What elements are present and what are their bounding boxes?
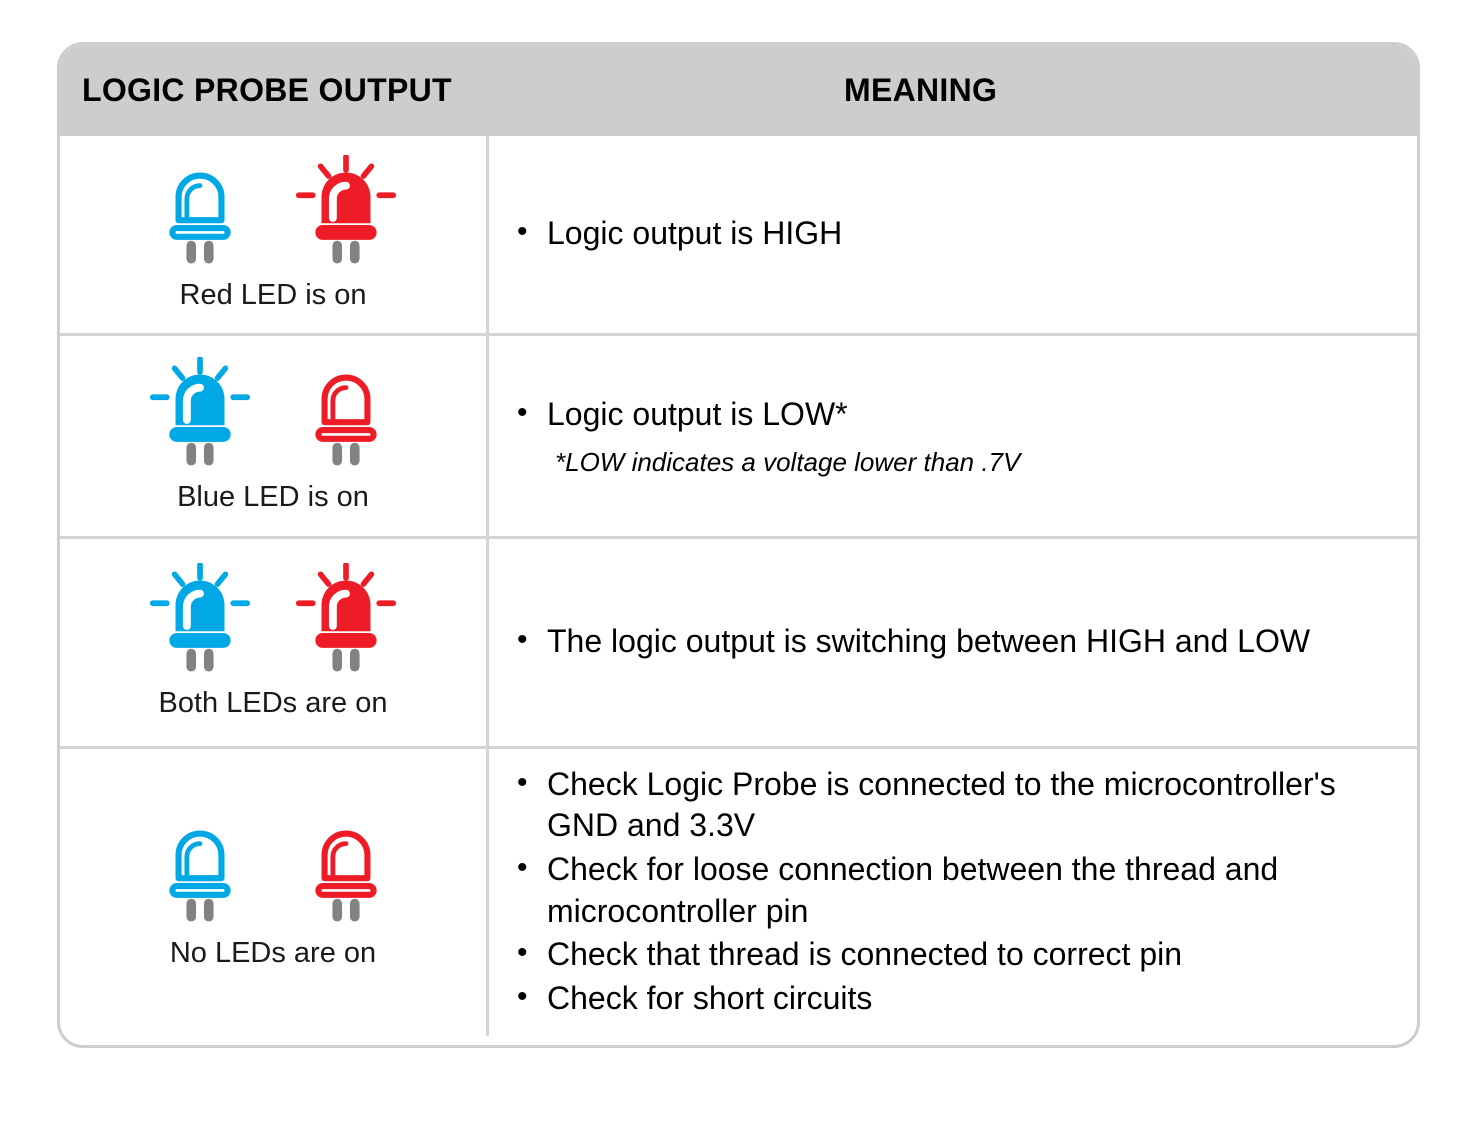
led-pair bbox=[138, 155, 408, 267]
cell-logic-probe-output: Blue LED is on bbox=[60, 336, 489, 536]
column-header-logic-probe-output: LOGIC PROBE OUTPUT bbox=[82, 72, 452, 108]
cell-logic-probe-output: No LEDs are on bbox=[60, 749, 489, 1036]
meaning-bullet-list: Logic output is HIGH bbox=[511, 212, 1399, 257]
led-pair bbox=[138, 563, 408, 675]
cell-meaning: Logic output is HIGH bbox=[489, 136, 1417, 333]
meaning-bullet-list: Logic output is LOW* bbox=[511, 393, 1399, 438]
cell-logic-probe-output: Red LED is on bbox=[60, 136, 489, 333]
column-header-meaning: MEANING bbox=[844, 72, 998, 108]
meaning-bullet-item: The logic output is switching between HI… bbox=[511, 620, 1399, 663]
blue-led-off-icon bbox=[138, 155, 262, 267]
cell-logic-probe-output: Both LEDs are on bbox=[60, 539, 489, 746]
table-row: Red LED is on Logic output is HIGH bbox=[60, 136, 1417, 333]
meaning-bullet-item: Check that thread is connected to correc… bbox=[511, 933, 1399, 976]
table-header-row: LOGIC PROBE OUTPUT MEANING bbox=[60, 45, 1417, 136]
red-led-on-icon bbox=[284, 155, 408, 267]
table-card: LOGIC PROBE OUTPUT MEANING Red LED is on… bbox=[57, 42, 1420, 1048]
led-state-caption: No LEDs are on bbox=[169, 937, 377, 969]
cell-meaning: The logic output is switching between HI… bbox=[489, 539, 1417, 746]
blue-led-off-icon bbox=[138, 813, 262, 925]
meaning-bullet-list: The logic output is switching between HI… bbox=[511, 620, 1399, 665]
meaning-bullet-list: Check Logic Probe is connected to the mi… bbox=[511, 763, 1399, 1022]
led-state-caption: Both LEDs are on bbox=[158, 687, 388, 719]
blue-led-on-icon bbox=[138, 356, 262, 469]
led-pair bbox=[138, 356, 408, 469]
cell-meaning: Check Logic Probe is connected to the mi… bbox=[489, 749, 1417, 1036]
meaning-bullet-item: Check Logic Probe is connected to the mi… bbox=[511, 763, 1399, 847]
table-body: Red LED is on Logic output is HIGH Blue L… bbox=[60, 136, 1417, 1036]
meaning-bullet-item: Check for loose connection between the t… bbox=[511, 848, 1399, 932]
red-led-off-icon bbox=[284, 813, 408, 925]
meaning-bullet-item: Logic output is HIGH bbox=[511, 212, 1399, 255]
led-state-caption: Red LED is on bbox=[179, 279, 367, 311]
led-state-caption: Blue LED is on bbox=[177, 480, 369, 513]
red-led-off-icon bbox=[284, 357, 408, 469]
blue-led-on-icon bbox=[138, 563, 262, 675]
meaning-bullet-item: Logic output is LOW* bbox=[511, 393, 1399, 436]
table-row: Blue LED is on Logic output is LOW* *LOW i… bbox=[60, 333, 1417, 536]
led-pair bbox=[138, 813, 408, 925]
cell-meaning: Logic output is LOW* *LOW indicates a vol… bbox=[489, 336, 1417, 536]
red-led-on-icon bbox=[284, 563, 408, 675]
table-row: No LEDs are on Check Logic Probe is conne… bbox=[60, 746, 1417, 1036]
meaning-bullet-item: Check for short circuits bbox=[511, 977, 1399, 1020]
table-row: Both LEDs are on The logic output is swit… bbox=[60, 536, 1417, 746]
meaning-footnote: *LOW indicates a voltage lower than .7V bbox=[555, 446, 1021, 477]
